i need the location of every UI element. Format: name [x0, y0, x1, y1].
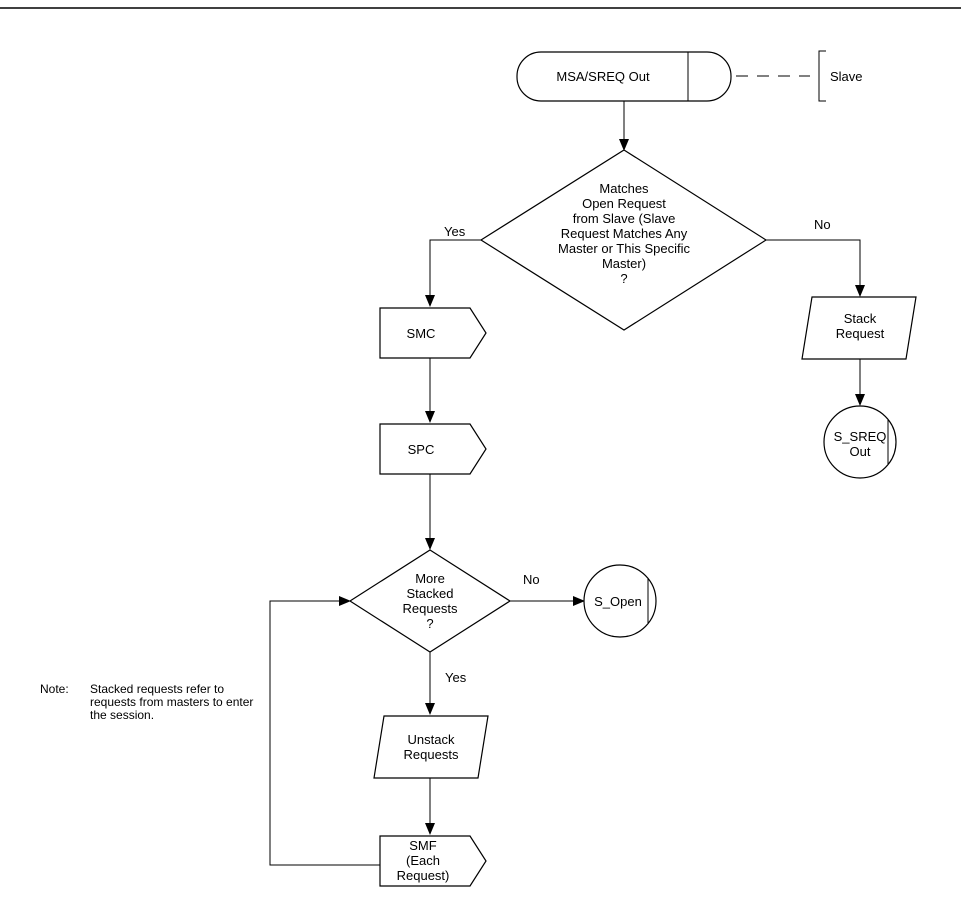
annotation-label: Slave — [830, 69, 863, 84]
connector-s-sreq-out: S_SREQ Out — [823, 405, 897, 479]
svg-text:Open Request: Open Request — [582, 196, 666, 211]
note-body: Stacked requests refer to requests from … — [90, 682, 254, 722]
svg-text:Stack: Stack — [844, 311, 877, 326]
process-smf: SMF (Each Request) — [379, 835, 487, 887]
svg-text:Stacked: Stacked — [407, 586, 454, 601]
svg-text:Request: Request — [836, 326, 885, 341]
flow-arrow — [425, 239, 481, 307]
flow-arrow — [766, 239, 865, 297]
decision2-no-label: No — [523, 572, 540, 587]
svg-text:More: More — [415, 571, 445, 586]
smc-label: SMC — [407, 326, 436, 341]
connector-s-open: S_Open — [583, 564, 657, 638]
svg-text:Matches: Matches — [599, 181, 649, 196]
loop-back-arrow — [269, 596, 380, 866]
s-open-label: S_Open — [594, 594, 642, 609]
io-unstack-requests: Unstack Requests — [373, 715, 489, 779]
process-smc: SMC — [379, 307, 487, 359]
process-spc: SPC — [379, 423, 487, 475]
svg-text:(Each: (Each — [406, 853, 440, 868]
svg-text:S_SREQ: S_SREQ — [834, 429, 887, 444]
decision1-yes-label: Yes — [444, 224, 466, 239]
svg-text:Unstack: Unstack — [408, 732, 455, 747]
svg-text:?: ? — [426, 616, 433, 631]
annotation-slave: Slave — [818, 50, 863, 102]
svg-text:Requests: Requests — [404, 747, 459, 762]
svg-text:?: ? — [620, 271, 627, 286]
terminator-msa-sreq-out: MSA/SREQ Out — [516, 51, 732, 102]
svg-text:from Slave (Slave: from Slave (Slave — [573, 211, 676, 226]
note-heading: Note: — [40, 682, 69, 696]
decision-more-stacked-requests: More Stacked Requests ? — [348, 549, 512, 653]
svg-text:Master or This Specific: Master or This Specific — [558, 241, 690, 256]
decision1-no-label: No — [814, 217, 831, 232]
terminator-label: MSA/SREQ Out — [556, 69, 650, 84]
decision-matches-open-request: Matches Open Request from Slave (Slave R… — [479, 149, 768, 331]
io-stack-request: Stack Request — [801, 296, 917, 360]
svg-text:Request Matches Any: Request Matches Any — [561, 226, 688, 241]
svg-text:Requests: Requests — [403, 601, 458, 616]
svg-text:SMF: SMF — [409, 838, 437, 853]
svg-text:Master): Master) — [602, 256, 646, 271]
spc-label: SPC — [408, 442, 435, 457]
svg-text:Out: Out — [850, 444, 871, 459]
svg-text:Request): Request) — [397, 868, 450, 883]
decision2-yes-label: Yes — [445, 670, 467, 685]
